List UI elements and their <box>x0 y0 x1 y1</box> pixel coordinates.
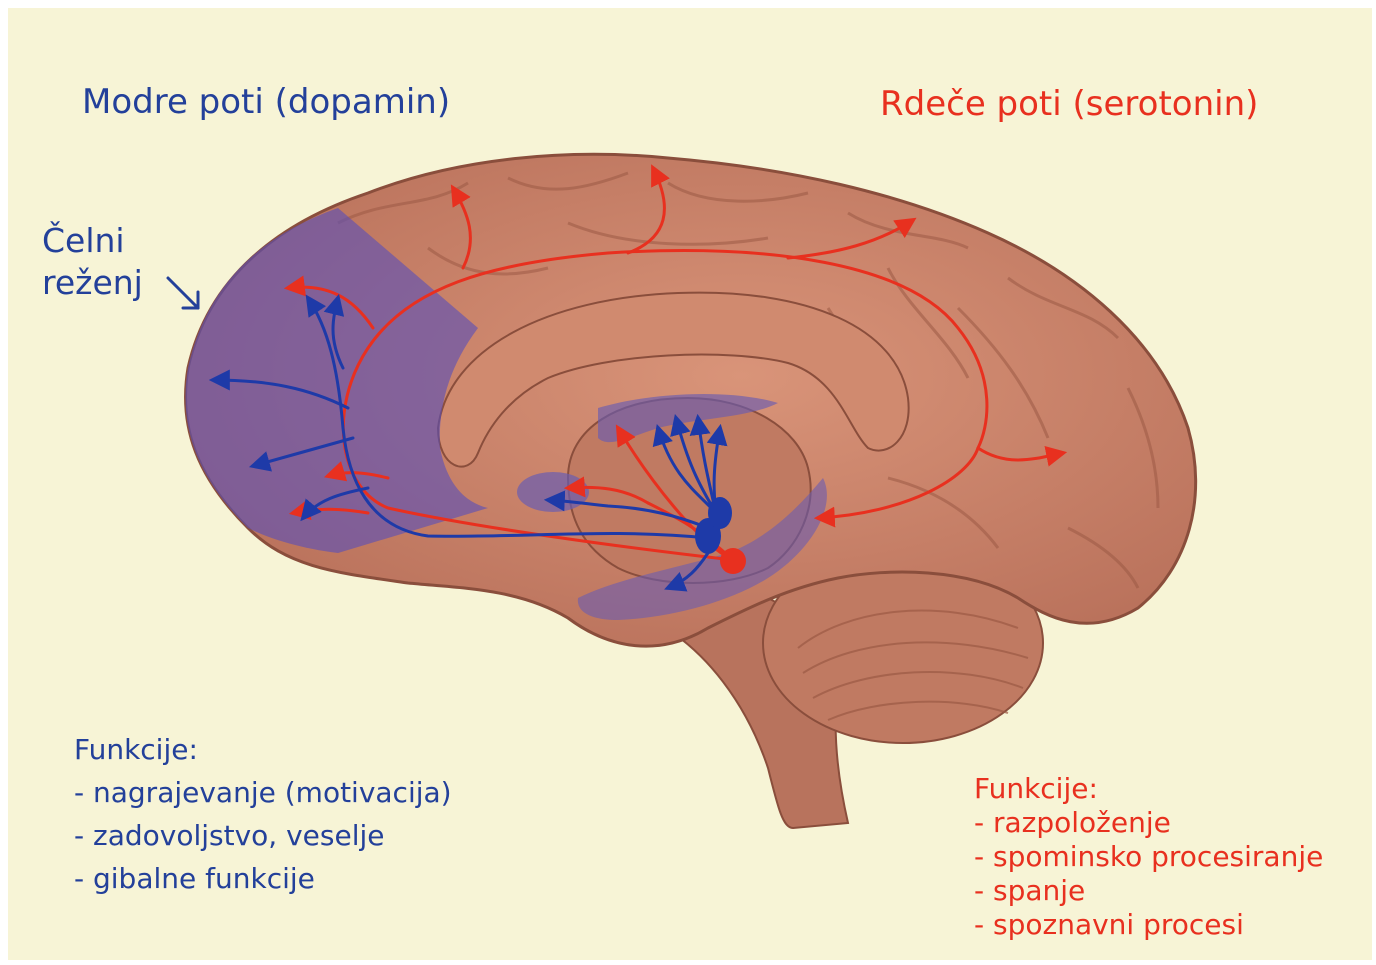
frontal-lobe-pointer-arrow <box>168 278 198 308</box>
diagram-canvas: Modre poti (dopamin) Rdeče poti (seroton… <box>8 8 1372 960</box>
serotonin-functions-list: Funkcije: - razpoloženje - spominsko pro… <box>974 772 1323 942</box>
serotonin-function-item: - spanje <box>974 874 1323 908</box>
raphe-nuclei <box>720 548 746 574</box>
dopamine-function-item: - nagrajevanje (motivacija) <box>74 771 452 814</box>
dopamine-function-item: - zadovoljstvo, veselje <box>74 814 452 857</box>
frontal-lobe-label-line1: Čelni <box>42 220 143 262</box>
dopamine-functions-heading: Funkcije: <box>74 728 452 771</box>
serotonin-function-item: - razpoloženje <box>974 806 1323 840</box>
serotonin-function-item: - spoznavni procesi <box>974 908 1323 942</box>
frontal-lobe-label: Čelni reženj <box>42 220 143 304</box>
serotonin-title: Rdeče poti (serotonin) <box>880 84 1258 124</box>
serotonin-function-item: - spominsko procesiranje <box>974 840 1323 874</box>
frontal-lobe-label-line2: reženj <box>42 262 143 304</box>
dopamine-functions-list: Funkcije: - nagrajevanje (motivacija) - … <box>74 728 452 900</box>
dopamine-function-item: - gibalne funkcije <box>74 857 452 900</box>
dopamine-title: Modre poti (dopamin) <box>82 82 450 122</box>
serotonin-functions-heading: Funkcije: <box>974 772 1323 806</box>
substantia-nigra-nucleus <box>708 497 732 529</box>
